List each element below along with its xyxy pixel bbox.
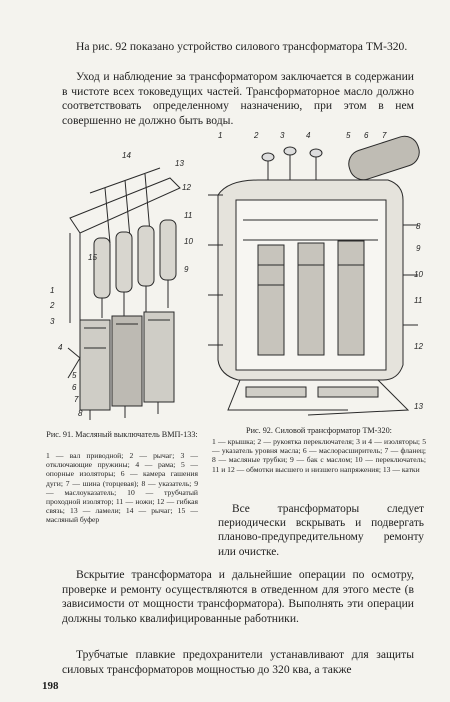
fig91-label-2: 2 bbox=[50, 301, 55, 310]
opening-text: Вскрытие трансформатора и дальнейшие опе… bbox=[62, 568, 414, 625]
fig91-label-14: 14 bbox=[122, 151, 131, 160]
fig91-label-6: 6 bbox=[72, 383, 77, 392]
intro-text: На рис. 92 показано устройство силового … bbox=[76, 40, 408, 53]
fig92-label-10: 10 bbox=[414, 270, 423, 279]
fig92-label-9: 9 bbox=[416, 244, 421, 253]
oil-circuit-breaker-figure: 14 13 12 11 10 15 1 2 3 4 5 6 7 8 9 bbox=[50, 151, 193, 420]
power-transformer-figure: 1 2 3 4 5 6 7 8 9 10 11 12 13 bbox=[208, 131, 423, 416]
fig92-label-12: 12 bbox=[414, 342, 423, 351]
fig91-label-15: 15 bbox=[88, 253, 97, 262]
fig91-caption-body: 1 — вал приводной; 2 — рычаг; 3 — отключ… bbox=[46, 451, 198, 525]
fuses-text: Трубчатые плавкие предохранители устанав… bbox=[62, 648, 414, 676]
care-paragraph: Уход и наблюдение за трансформатором зак… bbox=[62, 70, 414, 128]
fig91-label-4: 4 bbox=[58, 343, 63, 352]
fig92-label-1: 1 bbox=[218, 131, 222, 140]
fig92-label-5: 5 bbox=[346, 131, 351, 140]
fig92-caption-body: 1 — крышка; 2 — рукоятка переключателя; … bbox=[212, 437, 426, 474]
fig91-label-13: 13 bbox=[175, 159, 184, 168]
fig91-label-12: 12 bbox=[182, 183, 191, 192]
care-text: Уход и наблюдение за трансформатором зак… bbox=[62, 70, 414, 127]
fig92-label-7: 7 bbox=[382, 131, 387, 140]
opening-paragraph: Вскрытие трансформатора и дальнейшие опе… bbox=[62, 568, 414, 626]
fig92-label-8: 8 bbox=[416, 222, 421, 231]
intro-paragraph: На рис. 92 показано устройство силового … bbox=[62, 40, 414, 55]
fig91-label-11: 11 bbox=[184, 211, 192, 220]
fig91-label-10: 10 bbox=[184, 237, 193, 246]
fig91-label-7: 7 bbox=[74, 395, 79, 404]
fig92-label-3: 3 bbox=[280, 131, 285, 140]
maintenance-paragraph: Все трансформаторы следует периодически … bbox=[218, 503, 424, 558]
fig92-caption-title: Рис. 92. Силовой трансформатор ТМ-320: bbox=[246, 426, 392, 435]
fig92-label-4: 4 bbox=[306, 131, 311, 140]
fig91-label-5: 5 bbox=[72, 371, 77, 380]
fig92-label-13: 13 bbox=[414, 402, 423, 411]
fig91-label-1: 1 bbox=[50, 286, 54, 295]
fig92-label-11: 11 bbox=[414, 296, 422, 305]
page-number: 198 bbox=[42, 680, 59, 692]
fuses-paragraph: Трубчатые плавкие предохранители устанав… bbox=[62, 648, 414, 677]
fig92-label-6: 6 bbox=[364, 131, 369, 140]
fig92-label-2: 2 bbox=[253, 131, 259, 140]
fig91-caption-title: Рис. 91. Масляный выключатель ВМП-133: bbox=[46, 430, 198, 439]
fig91-label-9: 9 bbox=[184, 265, 189, 274]
fig91-label-8: 8 bbox=[78, 409, 83, 418]
fig91-label-3: 3 bbox=[50, 317, 55, 326]
